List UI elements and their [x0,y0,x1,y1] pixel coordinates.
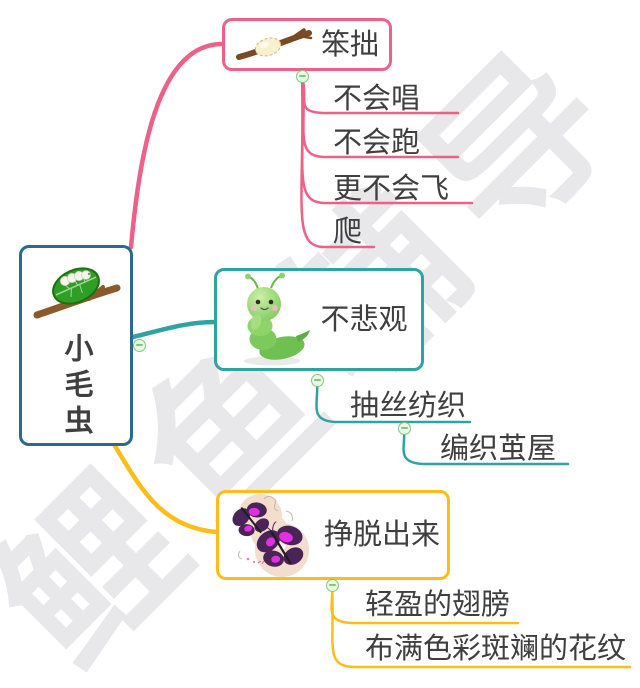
collapse-button-break-free[interactable] [325,578,339,592]
line-spin-silk [315,378,472,424]
butterflies-icon [232,494,309,577]
subtopic-spin-silk[interactable]: 抽丝纺织 [350,388,467,422]
subtopic-crawl[interactable]: 爬 [333,214,363,248]
branch-line-clumsy [128,41,225,250]
branch-line-optimistic [130,319,218,340]
collapse-button-spin-silk[interactable] [397,421,411,435]
topic-not-pessimistic-label: 不悲观 [320,301,408,336]
collapse-button-clumsy[interactable] [295,69,309,83]
subtopic-cannot-run[interactable]: 不会跑 [333,125,421,159]
minus-icon [328,584,336,586]
subtopic-cannot-fly[interactable]: 更不会飞 [333,171,450,205]
collapse-button-optimistic[interactable] [310,373,324,387]
cartoon-caterpillar-icon [244,272,311,366]
root-topic-label: 小毛虫 [59,332,94,441]
line-crawl [300,74,376,249]
topic-break-free-label: 挣脱出来 [323,517,440,552]
subtopic-weave-cocoon[interactable]: 编织茧屋 [440,431,557,465]
subtopic-cannot-sing[interactable]: 不会唱 [333,81,421,115]
minus-icon [135,344,143,346]
topic-clumsy-label: 笨拙 [320,26,379,61]
topic-not-pessimistic[interactable]: 不悲观 [214,268,424,371]
subtopic-colorful-pattern[interactable]: 布满色彩斑斓的花纹 [365,631,627,665]
minus-icon [313,379,321,381]
branch-line-breakfree [112,443,220,535]
caterpillar-on-leaf-icon [33,266,121,318]
topic-clumsy[interactable]: 笨拙 [222,18,392,71]
subtopic-light-wings[interactable]: 轻盈的翅膀 [365,587,511,621]
twig-cocoon-icon [235,27,313,60]
topic-break-free[interactable]: 挣脱出来 [216,490,450,580]
minus-icon [298,75,306,77]
minus-icon [400,427,408,429]
collapse-button-optimistic-branch[interactable] [132,338,146,352]
root-topic-caterpillar[interactable]: 小毛虫 [19,245,133,446]
line-colorful-pattern [330,584,632,669]
